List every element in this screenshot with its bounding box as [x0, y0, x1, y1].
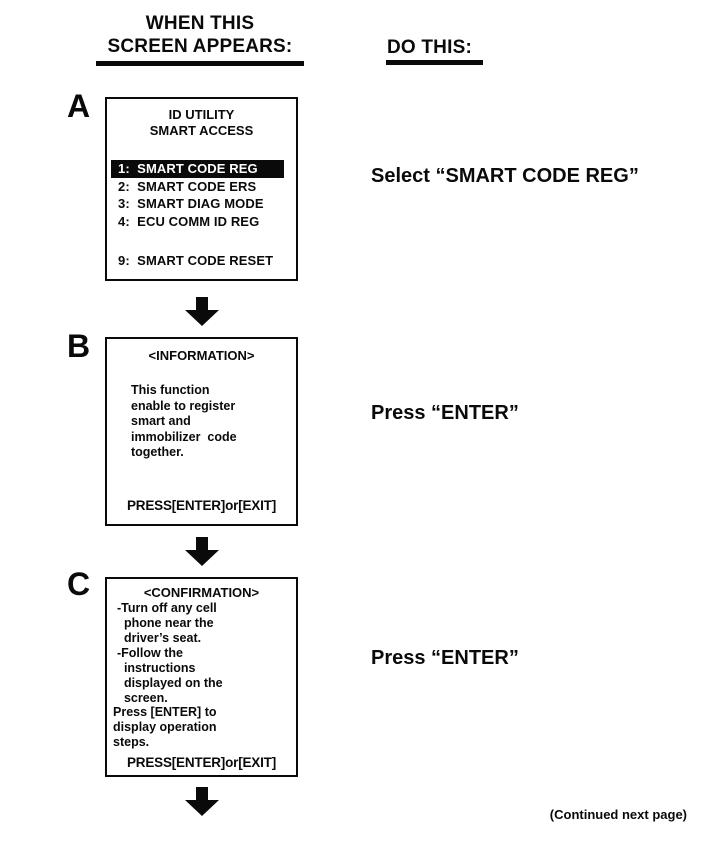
screen-b-title: <INFORMATION>: [148, 348, 255, 363]
arrow-head: [185, 800, 219, 816]
action-text-b: Press “ENTER”: [371, 402, 519, 424]
down-arrow-icon: [185, 297, 219, 326]
screen-c-bullets: -Turn off any cell phone near the driver…: [117, 601, 223, 705]
arrow-head: [185, 310, 219, 326]
screen-c-title: <CONFIRMATION>: [143, 585, 260, 600]
header-underline: [96, 61, 304, 66]
menu-item-smart-diag-mode: 3: SMART DIAG MODE: [118, 196, 264, 211]
screen-c-note: Press [ENTER] to display operation steps…: [113, 705, 217, 749]
action-text-a: Select “SMART CODE REG”: [371, 165, 639, 187]
header-underline: [386, 60, 483, 65]
continued-note: (Continued next page): [549, 807, 687, 822]
screen-c-box: <CONFIRMATION> -Turn off any cell phone …: [105, 577, 298, 777]
step-label-c: C: [67, 566, 91, 602]
screen-a-menu: 1: SMART CODE REG 2: SMART CODE ERS 3: S…: [107, 160, 296, 270]
down-arrow-icon: [185, 787, 219, 816]
menu-item-smart-code-reset: 9: SMART CODE RESET: [118, 253, 274, 268]
step-label-b: B: [67, 328, 91, 364]
screen-b-footer: PRESS[ENTER]or[EXIT]: [126, 498, 276, 513]
menu-item-smart-code-ers: 2: SMART CODE ERS: [118, 178, 257, 194]
screen-c-footer: PRESS[ENTER]or[EXIT]: [126, 755, 276, 770]
down-arrow-icon: [185, 537, 219, 566]
screen-a-title: ID UTILITY SMART ACCESS: [149, 107, 254, 138]
do-this-header: DO THIS:: [387, 37, 472, 58]
menu-item-smart-code-reg: 1: SMART CODE REG: [111, 160, 284, 178]
arrow-shaft: [196, 787, 208, 800]
action-text-c: Press “ENTER”: [371, 647, 519, 669]
arrow-head: [185, 550, 219, 566]
arrow-shaft: [196, 297, 208, 310]
menu-item-ecu-comm-id-reg: 4: ECU COMM ID REG: [118, 213, 260, 229]
screen-b-body: This function enable to register smart a…: [131, 383, 237, 459]
when-this-screen-appears-header: WHEN THIS SCREEN APPEARS:: [107, 13, 293, 57]
screen-a-box: ID UTILITY SMART ACCESS 1: SMART CODE RE…: [105, 97, 298, 281]
step-label-a: A: [67, 88, 91, 124]
arrow-shaft: [196, 537, 208, 550]
screen-b-box: <INFORMATION> This function enable to re…: [105, 337, 298, 526]
